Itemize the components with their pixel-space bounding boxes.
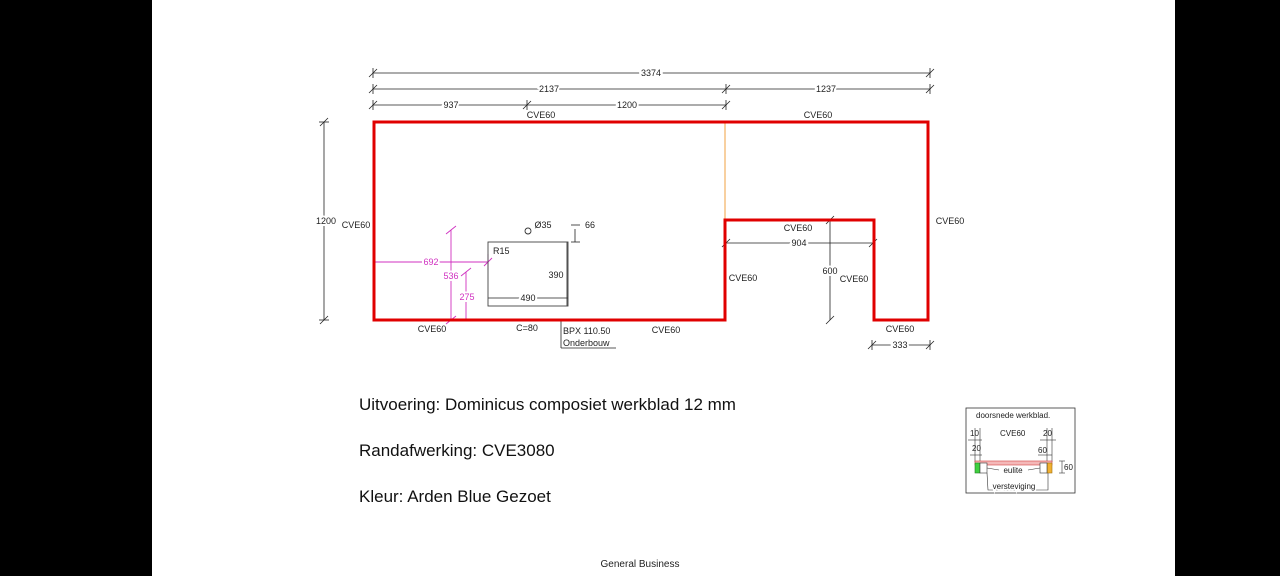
edge-bottom-right: CVE60 (886, 324, 915, 334)
section-edge: CVE60 (1000, 429, 1026, 438)
dim-sink-width: 490 (520, 293, 535, 303)
sink-radius: R15 (493, 246, 510, 256)
edge-top-right: CVE60 (804, 110, 833, 120)
dim-hole-gap: 66 (585, 220, 595, 230)
dim-right-leg: 333 (892, 340, 907, 350)
edge-right: CVE60 (936, 216, 965, 226)
worktop-outline (372, 120, 930, 322)
section-right-top: 20 (1043, 429, 1052, 438)
edge-bottom-mid: CVE60 (652, 325, 681, 335)
dim-notch-depth: 600 (822, 266, 837, 276)
dim-sink-y: 536 (443, 271, 458, 281)
section-height: 60 (1064, 463, 1073, 472)
dim-sink-offset: 937 (443, 100, 458, 110)
dim-sink-x: 692 (423, 257, 438, 267)
spec-execution: Uitvoering: Dominicus composiet werkblad… (359, 395, 736, 414)
section-detail: doorsnede werkblad. CVE60 10 20 20 60 60 (965, 407, 1076, 494)
sink-c-value: C=80 (516, 323, 538, 333)
edge-bottom-left: CVE60 (418, 324, 447, 334)
section-left-bottom: 20 (972, 444, 981, 453)
dim-height: 1200 (316, 216, 336, 226)
dim-total-width: 3374 (641, 68, 661, 78)
sink-mount: Onderbouw (563, 338, 610, 348)
tap-hole (524, 227, 532, 235)
dim-left-width: 2137 (539, 84, 559, 94)
dim-notch-width: 904 (791, 238, 806, 248)
footer-label: General Business (600, 559, 680, 570)
edge-notch-right: CVE60 (840, 274, 869, 284)
section-right-bottom: 60 (1038, 446, 1047, 455)
section-reinforcement: versteviging (993, 482, 1036, 491)
edge-notch-top: CVE60 (784, 223, 813, 233)
dim-sink-depth: 390 (548, 270, 563, 280)
sink-model: BPX 110.50 (563, 326, 610, 336)
spec-edge: Randafwerking: CVE3080 (359, 441, 555, 460)
section-title: doorsnede werkblad. (976, 411, 1050, 420)
dim-middle-width: 1200 (617, 100, 637, 110)
dim-sink-y2: 275 (459, 292, 474, 302)
edge-left: CVE60 (342, 220, 371, 230)
section-eulite: eulite (1003, 466, 1023, 475)
dim-right-width: 1237 (816, 84, 836, 94)
sink-hole-label: Ø35 (534, 220, 551, 230)
edge-notch-left: CVE60 (729, 273, 758, 283)
spec-color: Kleur: Arden Blue Gezoet (359, 487, 551, 506)
sink-cutout (487, 241, 569, 307)
edge-top-left: CVE60 (527, 110, 556, 120)
